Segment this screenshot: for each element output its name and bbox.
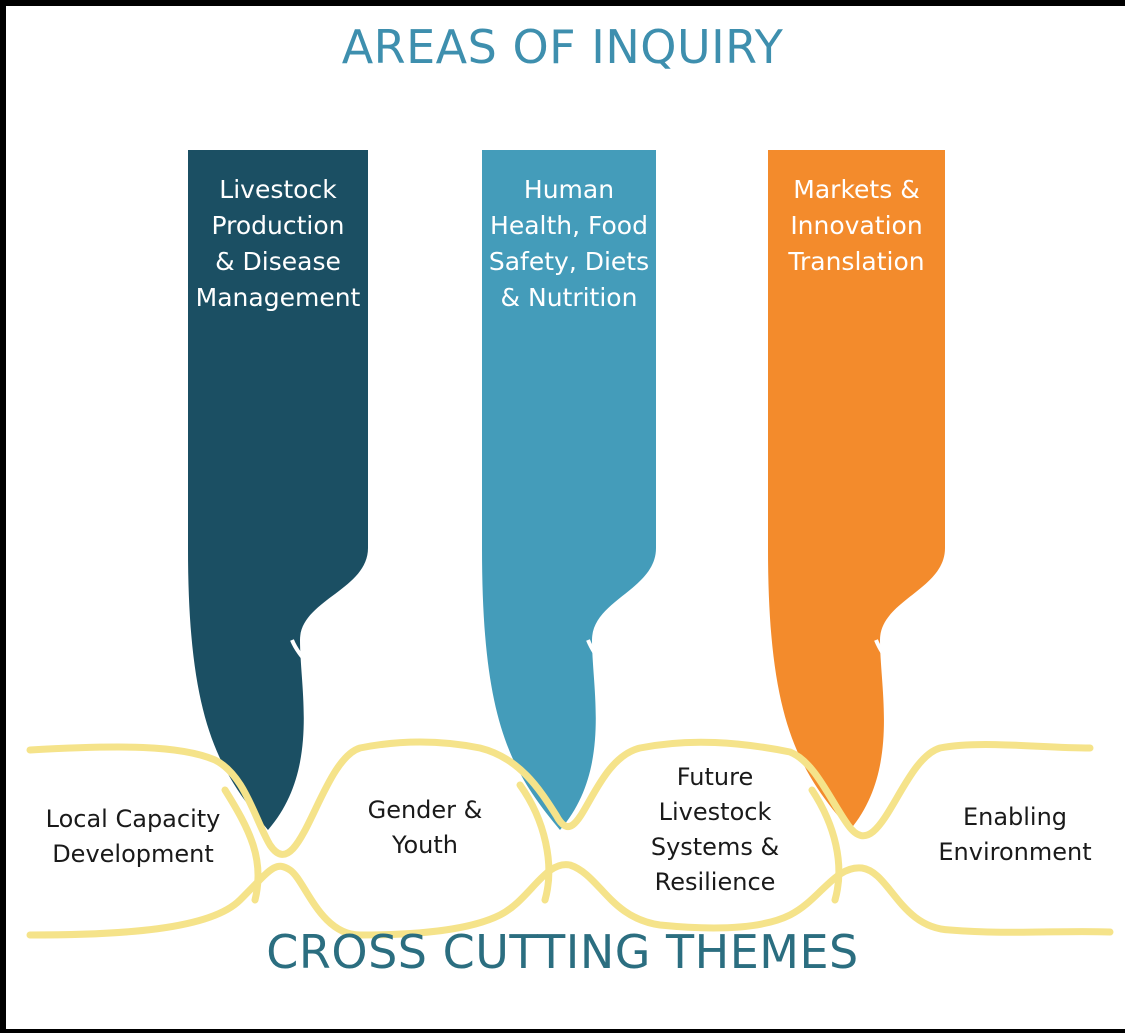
area-label-1-line: & Disease (215, 247, 341, 276)
area-label-1-line: Production (211, 211, 345, 240)
area-pillar-1 (188, 150, 368, 830)
theme-ribbon-top (26, 738, 1094, 858)
area-label-3-line: Innovation (790, 211, 923, 240)
area-label-1-line: Livestock (219, 175, 337, 204)
area-label-3-line: Translation (788, 247, 925, 276)
area-pillar-2 (482, 150, 656, 830)
area-pillar-3 (768, 150, 945, 830)
theme-label-3-line: Systems & (650, 833, 780, 861)
theme-label-3-line: Resilience (654, 868, 776, 896)
theme-label-1: Local Capacity Development (28, 802, 238, 872)
theme-label-4-line: Enabling (962, 803, 1068, 831)
area-label-2: Human Health, Food Safety, Diets & Nutri… (482, 172, 656, 316)
theme-label-3-line: Future (676, 763, 754, 791)
theme-label-2-line: Youth (392, 831, 458, 859)
theme-label-2-line: Gender & (367, 796, 483, 824)
theme-label-4: Enabling Environment (915, 800, 1115, 870)
pillar-notch-2 (586, 639, 626, 701)
area-label-1: Livestock Production & Disease Managemen… (188, 172, 368, 316)
area-label-1-line: Management (195, 283, 361, 312)
area-label-2-line: Human (523, 175, 615, 204)
area-label-2-line: Safety, Diets (488, 247, 650, 276)
areas-of-inquiry-title: AREAS OF INQUIRY (341, 20, 784, 74)
theme-label-3: Future Livestock Systems & Resilience (620, 760, 810, 900)
area-label-2-line: & Nutrition (500, 283, 638, 312)
theme-label-2: Gender & Youth (330, 793, 520, 863)
area-label-3-line: Markets & (793, 175, 920, 204)
theme-ribbon-bottom (26, 861, 1114, 939)
theme-label-1-line: Development (52, 840, 214, 868)
pillar-notch-1 (290, 639, 334, 701)
area-label-3: Markets & Innovation Translation (768, 172, 945, 280)
pillar-notch-3 (874, 639, 914, 701)
theme-label-1-line: Local Capacity (45, 805, 221, 833)
cross-cutting-themes-title: CROSS CUTTING THEMES (266, 925, 859, 979)
theme-label-4-line: Environment (938, 838, 1092, 866)
theme-ribbon-cross-2 (516, 781, 553, 904)
theme-label-3-line: Livestock (658, 798, 772, 826)
theme-ribbon-cross-3 (808, 786, 843, 904)
area-label-2-line: Health, Food (490, 211, 648, 240)
theme-ribbon-cross-1 (221, 786, 262, 904)
